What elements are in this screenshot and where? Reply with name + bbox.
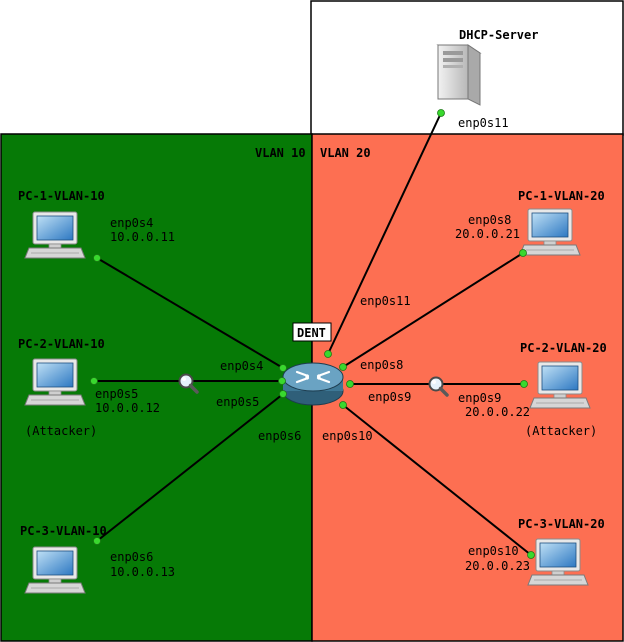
link-pc1v20 [342,252,524,368]
pc1v10-port: enp0s4 [110,216,153,230]
port-dot-sw-enp0s6 [279,390,287,398]
port-dot-pc2v10 [90,377,98,385]
server-icon[interactable] [436,44,482,106]
computer-icon[interactable] [24,211,86,259]
dhcp-name: DHCP-Server [459,28,538,42]
pc1v20-port: enp0s8 [468,213,511,227]
port-dot-pc3v10 [93,537,101,545]
pc2v10-port: enp0s5 [95,387,138,401]
vlan10-title: VLAN 10 [255,146,306,160]
switch-name-box [292,322,332,342]
link-pc1v10 [96,257,284,369]
pc3v10-name: PC-3-VLAN-10 [20,524,107,538]
pc2v10-name: PC-2-VLAN-10 [18,337,105,351]
computer-icon[interactable] [519,208,581,256]
computer-icon[interactable] [527,538,589,586]
port-dot-sw-enp0s10 [339,401,347,409]
port-dot-pc2v20 [520,380,528,388]
pc3v10-ip: 10.0.0.13 [110,565,175,579]
pc2v10-ip: 10.0.0.12 [95,401,160,415]
port-dot-sw-enp0s5 [278,377,286,385]
pc3v10-port: enp0s6 [110,550,153,564]
link-dhcp [327,112,442,355]
port-dot-pc1v20 [519,249,527,257]
pc2v20-name: PC-2-VLAN-20 [520,341,607,355]
port-dot-pc3v20 [527,551,535,559]
computer-icon[interactable] [24,546,86,594]
pc3v20-ip: 20.0.0.23 [465,559,530,573]
links [94,112,532,556]
switch-port-enp0s10: enp0s10 [322,429,373,443]
port-dot-sw-enp0s8 [339,363,347,371]
router-icon[interactable] [282,362,344,406]
vlan20-title: VLAN 20 [320,146,371,160]
switch-port-enp0s9: enp0s9 [368,390,411,404]
pc1v20-ip: 20.0.0.21 [455,227,520,241]
pc2v10-role: (Attacker) [25,424,97,438]
pc1v10-name: PC-1-VLAN-10 [18,189,105,203]
switch-port-enp0s6: enp0s6 [258,429,301,443]
computer-icon[interactable] [529,361,591,409]
pc3v20-name: PC-3-VLAN-20 [518,517,605,531]
port-dot-dhcp [437,109,445,117]
computer-icon[interactable] [24,358,86,406]
pc1v20-name: PC-1-VLAN-20 [518,189,605,203]
port-dot-sw-enp0s4 [279,364,287,372]
port-dot-sw-enp0s11 [324,350,332,358]
pc2v20-role: (Attacker) [525,424,597,438]
port-dots [90,109,535,559]
dhcp-port-label: enp0s11 [458,116,509,130]
switch-port-enp0s11: enp0s11 [360,294,411,308]
pc2v20-port: enp0s9 [458,391,501,405]
pc2v20-ip: 20.0.0.22 [465,405,530,419]
pc3v20-port: enp0s10 [468,544,519,558]
switch-name: DENT [297,326,326,340]
link-pc3v20 [342,404,532,556]
switch-port-enp0s5: enp0s5 [216,395,259,409]
port-dot-pc1v10 [93,254,101,262]
switch-port-enp0s4: enp0s4 [220,359,263,373]
switch-port-enp0s8: enp0s8 [360,358,403,372]
pc1v10-ip: 10.0.0.11 [110,230,175,244]
port-dot-sw-enp0s9 [346,380,354,388]
link-pc3v10 [96,393,284,542]
